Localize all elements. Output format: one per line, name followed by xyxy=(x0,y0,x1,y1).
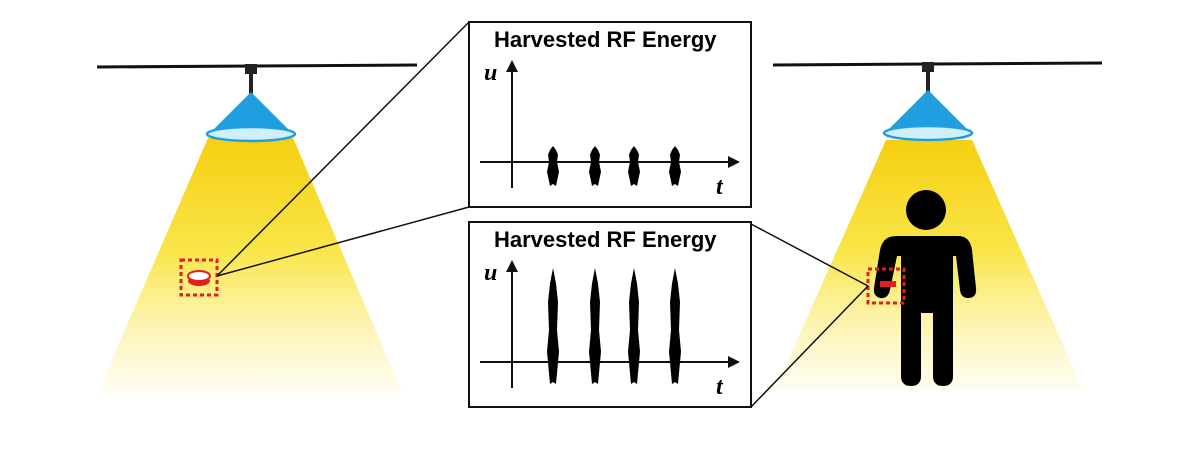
left-scene xyxy=(96,21,470,392)
top-x-axis-arrow xyxy=(728,156,740,168)
right-callout-line xyxy=(750,223,869,287)
top-y-axis-arrow xyxy=(506,60,518,72)
bottom-y-axis-arrow xyxy=(506,260,518,272)
bottom-pulse xyxy=(589,268,601,384)
left-rf-tag-icon xyxy=(179,258,219,297)
bottom-x-axis-label: t xyxy=(716,374,724,400)
top-x-axis-label: t xyxy=(716,174,724,200)
top-y-axis-label: u xyxy=(484,60,497,86)
person-icon xyxy=(873,190,977,386)
bottom-energy-panel: Harvested RF Energy u t xyxy=(468,221,752,408)
top-pulses xyxy=(547,146,681,186)
bottom-pulse xyxy=(547,268,559,384)
left-light-beam xyxy=(98,138,402,392)
right-scene xyxy=(750,61,1103,408)
top-pulse xyxy=(589,146,601,186)
bottom-y-axis-label: u xyxy=(484,260,497,286)
top-energy-panel: Harvested RF Energy u t xyxy=(468,21,752,208)
top-pulse xyxy=(547,146,559,186)
bottom-pulses xyxy=(547,268,681,384)
left-callout-line-top xyxy=(216,21,470,277)
bottom-pulse xyxy=(669,268,681,384)
right-ceiling-lamp-icon xyxy=(882,62,974,142)
top-pulse xyxy=(669,146,681,186)
left-ceiling-lamp-icon xyxy=(205,64,297,143)
top-panel-title: Harvested RF Energy xyxy=(494,27,717,52)
bottom-pulse xyxy=(628,268,640,384)
bottom-panel-title: Harvested RF Energy xyxy=(494,227,717,252)
left-callout-line-bottom xyxy=(216,206,470,277)
right-ceiling-rail xyxy=(772,61,1103,67)
right-callout-line-lower xyxy=(750,285,869,408)
top-pulse xyxy=(628,146,640,186)
bottom-x-axis-arrow xyxy=(728,356,740,368)
